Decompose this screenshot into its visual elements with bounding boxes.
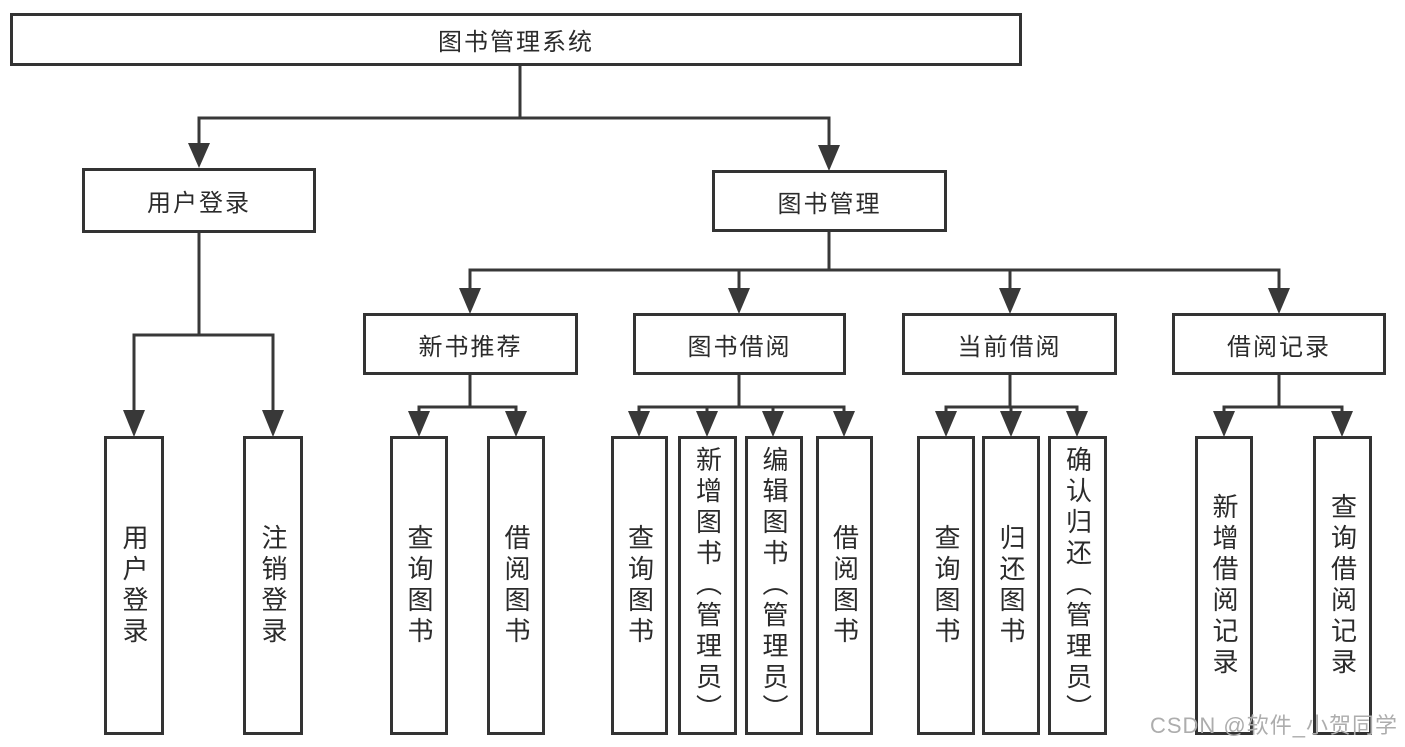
leaf-logout: 注销登录 xyxy=(243,436,303,735)
node-borrowing-records: 借阅记录 xyxy=(1172,313,1386,375)
arrow-down-icon xyxy=(459,288,481,314)
node-label: 借阅记录 xyxy=(1227,333,1331,361)
arrow-down-icon xyxy=(1213,411,1235,437)
arrow-down-icon xyxy=(999,288,1021,314)
node-label: 查询借阅记录 xyxy=(1327,492,1358,679)
leaf-borrow-add-books-admin: 新增图书（管理员） xyxy=(678,436,737,735)
leaf-newrec-borrow-books: 借阅图书 xyxy=(487,436,545,735)
arrow-down-icon xyxy=(1066,411,1088,437)
leaf-borrow-edit-books-admin: 编辑图书（管理员） xyxy=(745,436,803,735)
leaf-borrow-borrow-books: 借阅图书 xyxy=(816,436,873,735)
node-label: 新书推荐 xyxy=(418,333,523,361)
node-book-borrowing: 图书借阅 xyxy=(633,313,846,375)
leaf-current-return-books: 归还图书 xyxy=(982,436,1040,735)
node-label: 编辑图书（管理员） xyxy=(759,446,789,725)
node-current-borrowing: 当前借阅 xyxy=(902,313,1117,375)
leaf-records-query-record: 查询借阅记录 xyxy=(1313,436,1372,735)
arrow-down-icon xyxy=(818,145,840,171)
node-label: 查询图书 xyxy=(404,523,434,648)
node-label: 新增图书（管理员） xyxy=(692,446,723,725)
arrow-down-icon xyxy=(123,410,145,437)
leaf-current-confirm-return-admin: 确认归还（管理员） xyxy=(1048,436,1107,735)
node-label: 借阅图书 xyxy=(501,523,531,648)
node-book-management: 图书管理 xyxy=(712,170,947,232)
node-library-system: 图书管理系统 xyxy=(10,13,1022,66)
arrow-down-icon xyxy=(408,411,430,437)
leaf-current-query-books: 查询图书 xyxy=(917,436,975,735)
arrow-down-icon xyxy=(762,411,784,437)
leaf-newrec-query-books: 查询图书 xyxy=(390,436,448,735)
arrow-down-icon xyxy=(935,411,957,437)
arrow-down-icon xyxy=(505,411,527,437)
arrow-down-icon xyxy=(188,143,210,168)
node-label: 确认归还（管理员） xyxy=(1062,446,1093,725)
leaf-borrow-query-books: 查询图书 xyxy=(611,436,668,735)
node-label: 用户登录 xyxy=(119,523,149,648)
node-label: 归还图书 xyxy=(996,523,1026,648)
node-label: 图书借阅 xyxy=(687,333,792,361)
arrow-down-icon xyxy=(1331,411,1353,437)
node-label: 查询图书 xyxy=(931,523,961,648)
arrow-down-icon xyxy=(696,411,718,437)
node-label: 用户登录 xyxy=(147,190,251,217)
node-label: 借阅图书 xyxy=(829,523,860,648)
node-new-book-recommend: 新书推荐 xyxy=(363,313,578,375)
node-label: 图书管理 xyxy=(777,190,882,218)
arrow-down-icon xyxy=(833,411,855,437)
node-user-login: 用户登录 xyxy=(82,168,316,233)
arrow-down-icon xyxy=(1000,411,1022,437)
leaf-records-add-record: 新增借阅记录 xyxy=(1195,436,1253,735)
watermark: CSDN @软件_小贺同学 xyxy=(1149,713,1398,738)
node-label: 查询图书 xyxy=(624,523,655,648)
arrow-down-icon xyxy=(1268,288,1290,314)
node-label: 图书管理系统 xyxy=(438,29,594,56)
arrow-down-icon xyxy=(262,410,284,437)
arrowheads xyxy=(123,143,1353,437)
node-label: 注销登录 xyxy=(258,523,288,648)
arrow-down-icon xyxy=(628,411,650,437)
node-label: 当前借阅 xyxy=(957,333,1062,361)
arrow-down-icon xyxy=(728,288,750,314)
connector-paths xyxy=(132,66,1344,412)
node-label: 新增借阅记录 xyxy=(1209,492,1239,679)
leaf-user-login: 用户登录 xyxy=(104,436,164,735)
